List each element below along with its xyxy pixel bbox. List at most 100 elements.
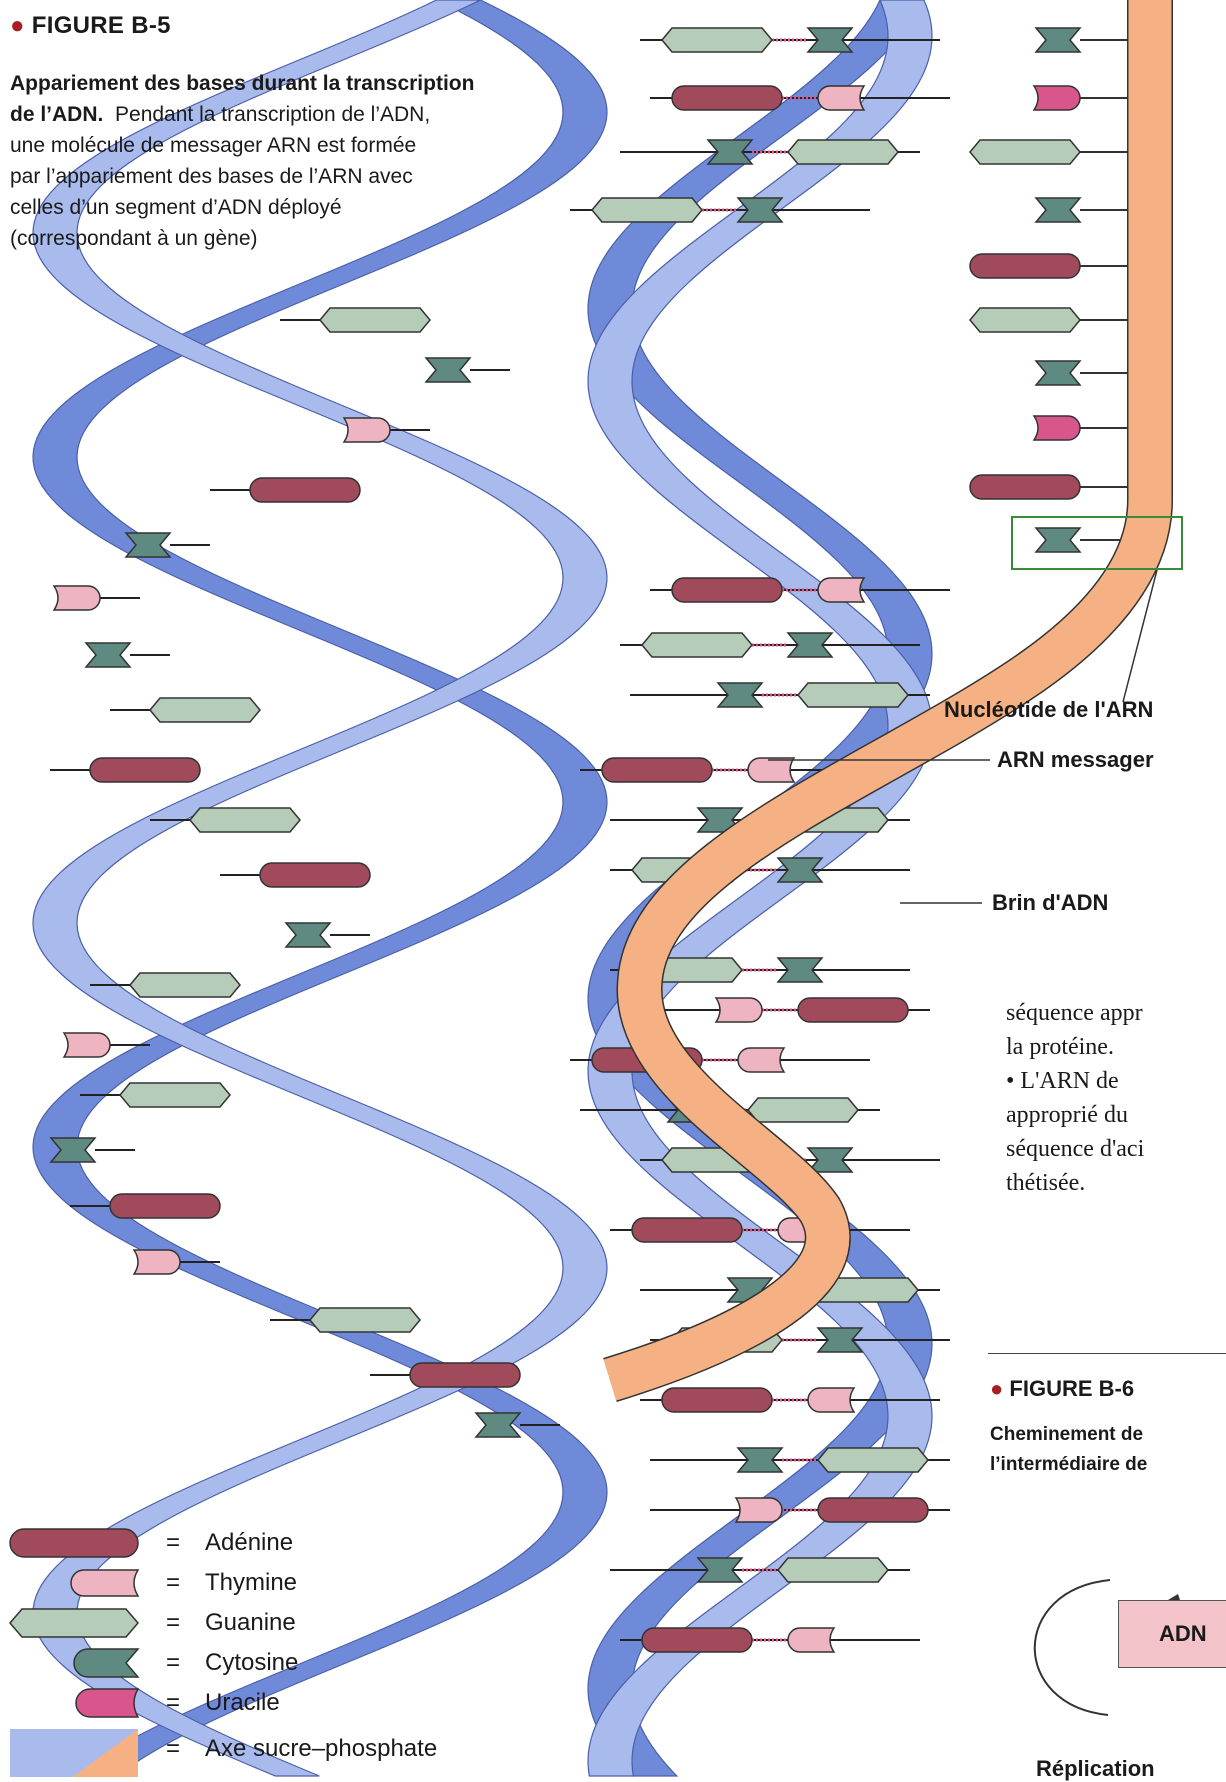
base-right xyxy=(798,683,908,707)
dna-backbone-left-rear xyxy=(33,0,607,1776)
single-base xyxy=(86,643,170,667)
base-left xyxy=(716,998,762,1022)
base-right xyxy=(818,1448,928,1472)
legend-item-backbone: =Axe sucre–phosphate xyxy=(0,1729,560,1769)
adn-box: ADN xyxy=(1118,1600,1226,1668)
body-line: séquence d'aci xyxy=(1006,1132,1226,1166)
caption-line: Cheminement de xyxy=(990,1420,1226,1450)
base-pair xyxy=(630,998,930,1022)
body-line: approprié du xyxy=(1006,1098,1226,1132)
rna-nucleotide-3 xyxy=(1036,198,1080,222)
legend-label: Axe sucre–phosphate xyxy=(205,1735,437,1763)
base xyxy=(86,643,130,667)
base-right xyxy=(788,1628,834,1652)
base-right xyxy=(818,1498,928,1522)
base-pair xyxy=(650,1448,950,1472)
legend-item-thymine: =Thymine xyxy=(0,1563,560,1603)
legend-label: Cytosine xyxy=(205,1649,298,1677)
replication-cycle-arrow xyxy=(1035,1580,1110,1715)
body-line: la protéine. xyxy=(1006,1030,1226,1064)
base-right xyxy=(808,1388,854,1412)
base-left xyxy=(642,1628,752,1652)
base-pair xyxy=(570,198,870,222)
body-line: thétisée. xyxy=(1006,1166,1226,1200)
legend-item-adenine: =Adénine xyxy=(0,1523,560,1563)
single-base xyxy=(426,358,510,382)
single-base xyxy=(220,863,370,887)
single-base xyxy=(210,478,360,502)
legend-label: Thymine xyxy=(205,1569,297,1597)
rna-nucleotide-1 xyxy=(1034,86,1080,110)
base-right xyxy=(748,758,794,782)
label-dna-strand: Brin d'ADN xyxy=(992,890,1108,916)
base xyxy=(410,1363,520,1387)
legend-item-cytosine: =Cytosine xyxy=(0,1643,560,1683)
base-left xyxy=(672,86,782,110)
figure-b5-title: ● FIGURE B-5 xyxy=(10,12,171,40)
base xyxy=(120,1083,230,1107)
free-rna-nucleotides xyxy=(970,28,1128,552)
section-divider xyxy=(988,1353,1226,1354)
single-base xyxy=(286,923,370,947)
rna-nucleotide-2 xyxy=(970,140,1080,164)
base xyxy=(190,808,300,832)
single-base xyxy=(110,698,260,722)
base-left xyxy=(642,633,752,657)
single-base xyxy=(54,586,140,610)
base xyxy=(310,1308,420,1332)
caption-line: celles d’un segment d’ADN déployé xyxy=(10,192,610,223)
base xyxy=(426,358,470,382)
base xyxy=(150,698,260,722)
base-left xyxy=(672,578,782,602)
base xyxy=(134,1250,180,1274)
base-left xyxy=(602,758,712,782)
base-left xyxy=(736,1498,782,1522)
rna-nucleotide-6 xyxy=(1036,361,1080,385)
caption-line: Appariement des bases durant la transcri… xyxy=(10,68,610,99)
label-mrna: ARN messager xyxy=(997,747,1154,773)
base-right xyxy=(788,140,898,164)
single-base xyxy=(280,308,430,332)
base xyxy=(476,1413,520,1437)
legend-label: Guanine xyxy=(205,1609,296,1637)
base-left xyxy=(662,1388,772,1412)
caption-line: (correspondant à un gène) xyxy=(10,223,610,254)
base xyxy=(320,308,430,332)
base xyxy=(344,418,390,442)
figure-b6-caption: Cheminement de l’intermédiaire de xyxy=(990,1420,1226,1480)
base xyxy=(250,478,360,502)
base-pair xyxy=(570,1048,870,1072)
single-base xyxy=(50,758,200,782)
legend-item-guanine: =Guanine xyxy=(0,1603,560,1643)
single-base xyxy=(51,1138,135,1162)
caption-line: une molécule de messager ARN est formée xyxy=(10,130,610,161)
legend-label: Adénine xyxy=(205,1529,293,1557)
rna-nucleotide-5 xyxy=(970,308,1080,332)
base xyxy=(110,1194,220,1218)
label-rna-nucleotide: Nucléotide de l'ARN xyxy=(944,697,1153,723)
base xyxy=(64,1033,110,1057)
body-text: séquence appr la protéine. • L'ARN de ap… xyxy=(1006,996,1226,1200)
base-right xyxy=(818,578,864,602)
base xyxy=(260,863,370,887)
legend-item-uracil: =Uracile xyxy=(0,1683,560,1723)
figure-b6-title: ● FIGURE B-6 xyxy=(990,1376,1134,1402)
base-left xyxy=(632,1218,742,1242)
base-right xyxy=(798,998,908,1022)
rna-nucleotide-7 xyxy=(1034,416,1080,440)
base-right xyxy=(818,86,864,110)
rna-nucleotide-8 xyxy=(970,475,1080,499)
replication-label: Réplication xyxy=(1036,1756,1155,1782)
caption-line: l’intermédiaire de xyxy=(990,1450,1226,1480)
single-base xyxy=(370,1363,520,1387)
base-right xyxy=(778,1558,888,1582)
base-pair xyxy=(620,1628,920,1652)
adn-box-label: ADN xyxy=(1159,1621,1207,1647)
legend-label: Uracile xyxy=(205,1689,280,1717)
caption-line: par l’appariement des bases de l’ARN ave… xyxy=(10,161,610,192)
base-right xyxy=(748,1098,858,1122)
base xyxy=(286,923,330,947)
rna-nucleotide-9 xyxy=(1036,528,1080,552)
base-pair xyxy=(630,683,930,707)
